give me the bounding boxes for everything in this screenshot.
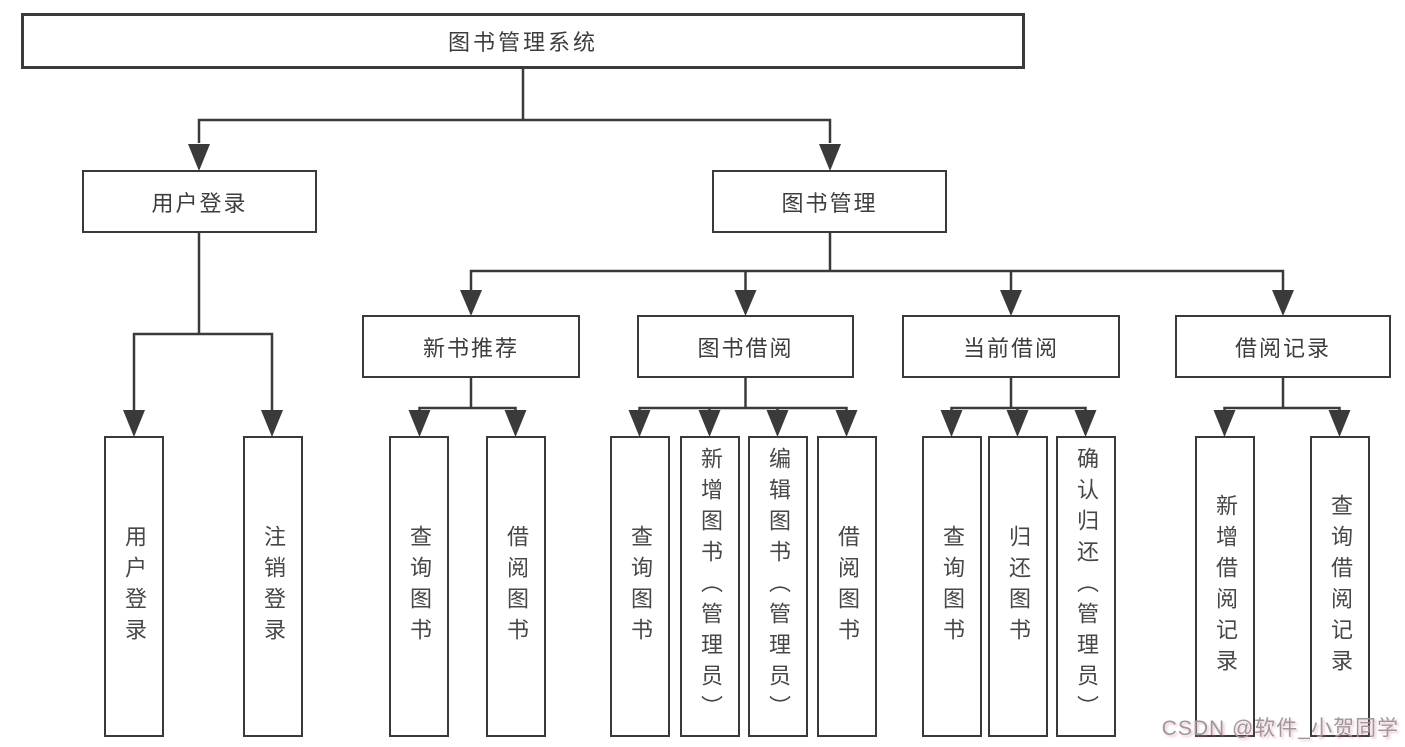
leaf-borrow-books-recommend: 借阅图书 xyxy=(486,436,546,737)
leaf-query-borrow-record: 查询借阅记录 xyxy=(1310,436,1370,737)
leaf-user-login: 用户登录 xyxy=(104,436,164,737)
leaf-add-borrow-record: 新增借阅记录 xyxy=(1195,436,1255,737)
leaf-label: 查询图书 xyxy=(628,524,653,649)
leaf-borrow-books: 借阅图书 xyxy=(817,436,877,737)
leaf-label: 借阅图书 xyxy=(504,524,529,649)
node-label: 用户登录 xyxy=(151,190,248,216)
node-book-management: 图书管理 xyxy=(712,170,947,233)
node-new-book-recommend: 新书推荐 xyxy=(362,315,580,378)
node-book-borrow: 图书借阅 xyxy=(637,315,854,378)
leaf-logout: 注销登录 xyxy=(243,436,303,737)
leaf-label: 新增借阅记录 xyxy=(1213,493,1238,680)
node-label: 图书借阅 xyxy=(697,335,794,361)
node-label: 图书管理 xyxy=(781,190,878,216)
leaf-label: 归还图书 xyxy=(1006,524,1031,649)
leaf-label: 注销登录 xyxy=(261,524,286,649)
node-current-borrow: 当前借阅 xyxy=(902,315,1120,378)
leaf-label: 用户登录 xyxy=(122,524,147,649)
node-borrow-records: 借阅记录 xyxy=(1175,315,1391,378)
leaf-label: 新增图书（管理员） xyxy=(698,447,723,726)
leaf-label: 编辑图书（管理员） xyxy=(766,447,791,726)
leaf-label: 借阅图书 xyxy=(835,524,860,649)
leaf-label: 查询借阅记录 xyxy=(1328,493,1353,680)
leaf-edit-book-admin: 编辑图书（管理员） xyxy=(748,436,808,737)
node-label: 当前借阅 xyxy=(962,335,1059,361)
arrowhead-group xyxy=(123,144,1351,437)
node-user-login: 用户登录 xyxy=(82,170,317,233)
leaf-confirm-return-admin: 确认归还（管理员） xyxy=(1056,436,1116,737)
leaf-return-books: 归还图书 xyxy=(988,436,1048,737)
leaf-query-books-recommend: 查询图书 xyxy=(389,436,449,737)
leaf-query-books-current: 查询图书 xyxy=(922,436,982,737)
leaf-label: 确认归还（管理员） xyxy=(1074,447,1099,726)
node-label: 借阅记录 xyxy=(1234,335,1331,361)
node-label: 新书推荐 xyxy=(422,335,519,361)
leaf-query-books-borrow: 查询图书 xyxy=(610,436,670,737)
node-library-management-system: 图书管理系统 xyxy=(21,13,1025,69)
leaf-add-book-admin: 新增图书（管理员） xyxy=(680,436,740,737)
node-label: 图书管理系统 xyxy=(447,30,598,55)
leaf-label: 查询图书 xyxy=(940,524,965,649)
csdn-watermark: CSDN @软件_小贺同学 xyxy=(1161,717,1399,740)
leaf-label: 查询图书 xyxy=(407,524,432,649)
